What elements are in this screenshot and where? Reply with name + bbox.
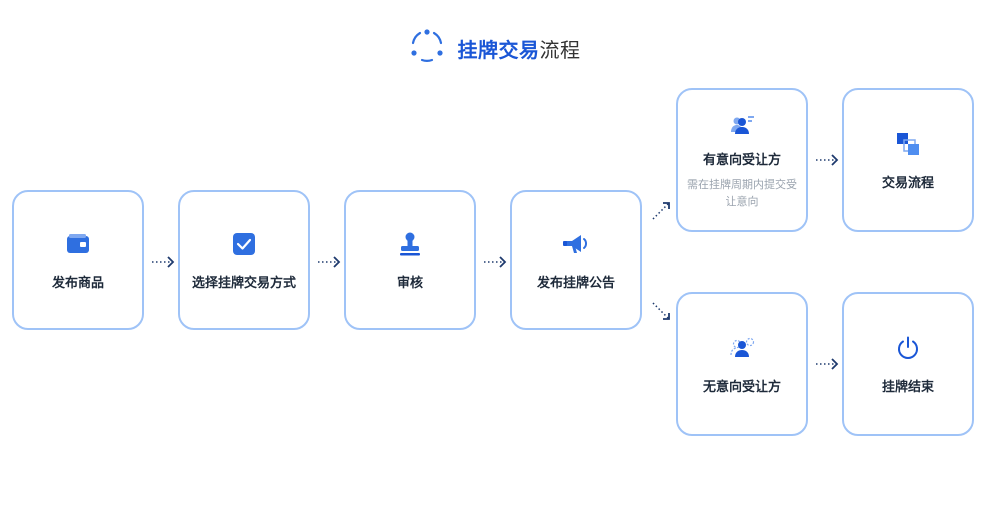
step-label: 有意向受让方 xyxy=(702,152,781,168)
arrow-right-icon xyxy=(816,154,839,166)
step-description: 需在挂牌周期内提交受让意向 xyxy=(687,177,797,208)
step-label: 挂牌结束 xyxy=(881,379,934,395)
wallet-icon xyxy=(64,230,92,258)
arrow-right-icon xyxy=(318,256,341,268)
power-icon xyxy=(894,334,922,362)
arrow-right-icon xyxy=(152,256,175,268)
step-label: 无意向受让方 xyxy=(702,379,781,395)
megaphone-icon xyxy=(562,230,590,258)
title-rest: 流程 xyxy=(539,37,581,62)
arrow-right-icon xyxy=(816,358,839,370)
step-interested-buyer: 有意向受让方 需在挂牌周期内提交受让意向 xyxy=(676,88,808,232)
loading-circle-icon xyxy=(410,29,444,67)
step-label: 审核 xyxy=(396,275,423,291)
step-publish-goods: 发布商品 xyxy=(12,190,144,330)
step-label: 发布商品 xyxy=(51,275,104,291)
step-trading-process: 交易流程 xyxy=(842,88,974,232)
step-label: 发布挂牌公告 xyxy=(536,275,615,291)
step-publish-notice: 发布挂牌公告 xyxy=(510,190,642,330)
arrow-right-icon xyxy=(484,256,507,268)
step-choose-method: 选择挂牌交易方式 xyxy=(178,190,310,330)
squares-icon xyxy=(894,130,922,158)
step-label: 选择挂牌交易方式 xyxy=(191,275,296,291)
checkbox-icon xyxy=(230,230,258,258)
step-listing-end: 挂牌结束 xyxy=(842,292,974,436)
step-review: 审核 xyxy=(344,190,476,330)
step-no-buyer: 无意向受让方 xyxy=(676,292,808,436)
users-icon xyxy=(728,111,756,139)
arrow-down-right-icon xyxy=(652,302,670,320)
arrow-up-right-icon xyxy=(652,202,670,220)
step-label: 交易流程 xyxy=(881,175,934,191)
user-outline-icon xyxy=(728,334,756,362)
title-highlight: 挂牌交易 xyxy=(457,37,540,62)
stamp-icon xyxy=(396,230,424,258)
diagram-title: 挂牌交易流程 xyxy=(0,29,990,67)
